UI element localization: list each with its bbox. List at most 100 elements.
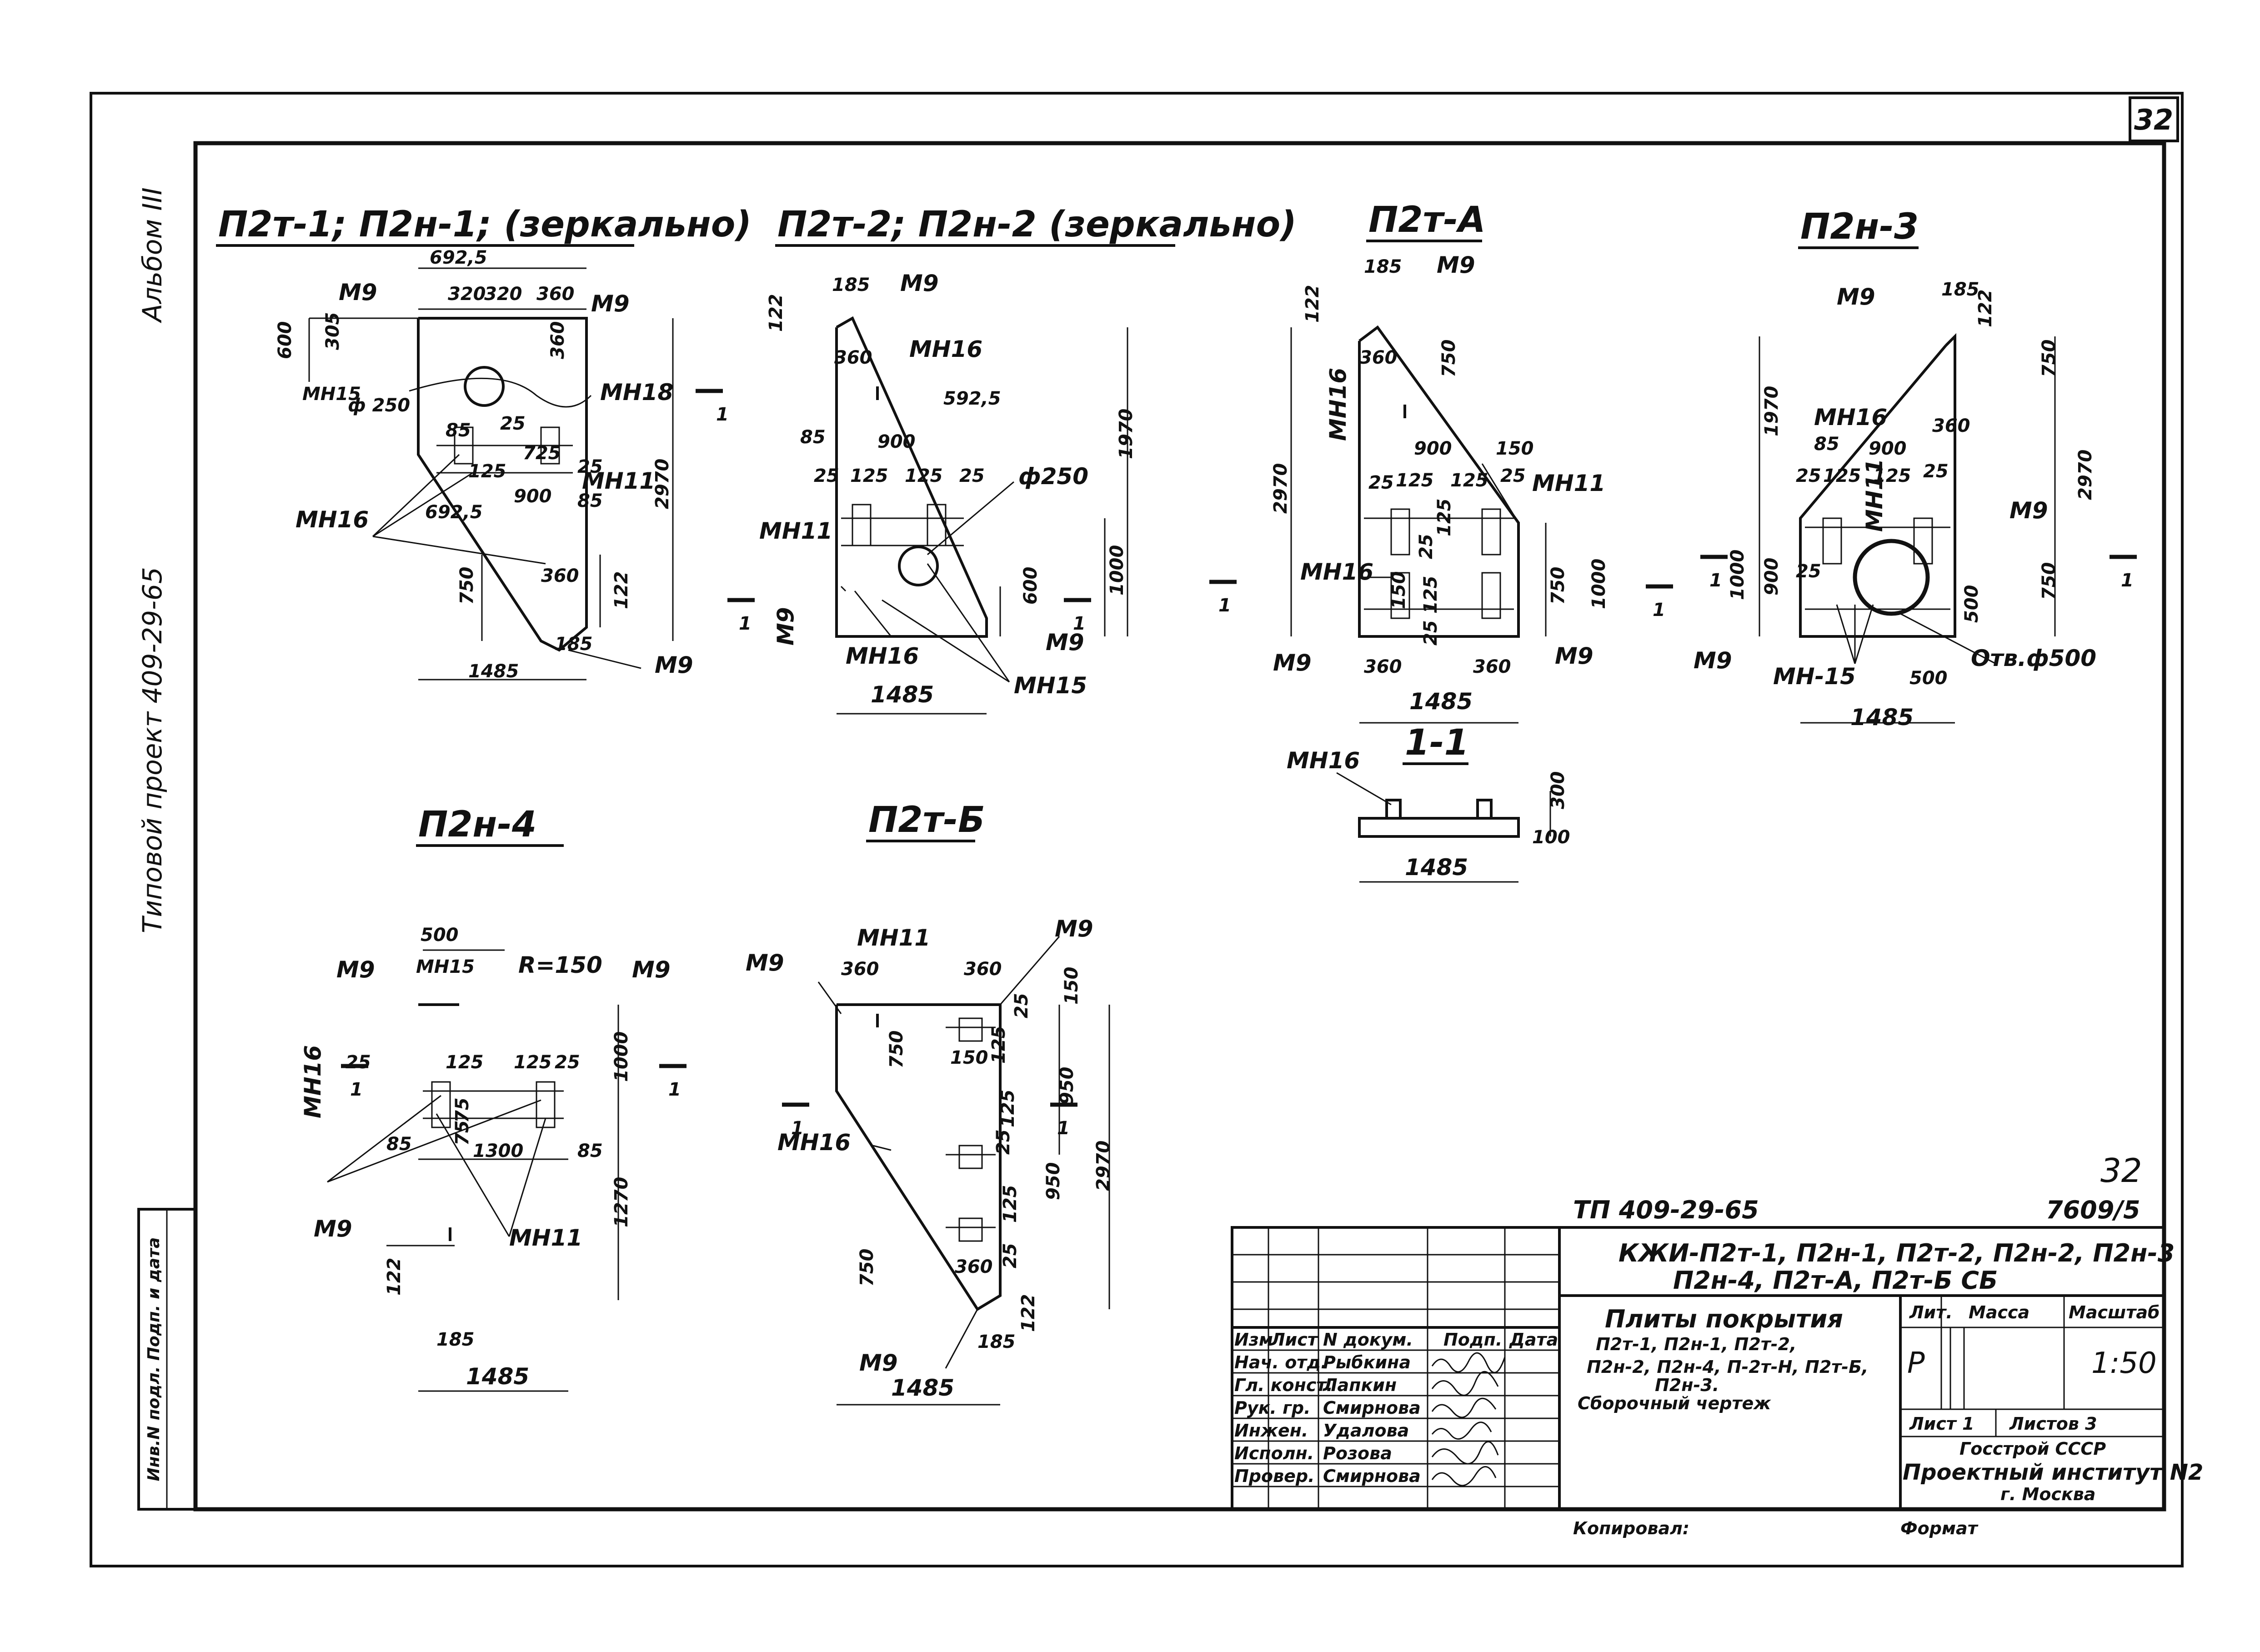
- svg-text:МН16: МН16: [777, 1129, 851, 1156]
- svg-text:М9: М9: [655, 652, 693, 678]
- view-section-1-1: 1-1 300 100 1485 МН16: [1287, 722, 1570, 883]
- svg-text:МН16: МН16: [1300, 559, 1373, 585]
- title-block: ТП 409-29-65 32 7609/5 Изм Лист: [1231, 1151, 2203, 1538]
- view-title-p2tA: П2т-А: [1368, 200, 1486, 240]
- svg-text:Удалова: Удалова: [1323, 1421, 1409, 1441]
- svg-text:1: 1: [1218, 595, 1231, 616]
- svg-text:750: 750: [2039, 562, 2060, 601]
- svg-text:Провер.: Провер.: [1234, 1466, 1315, 1486]
- svg-text:125: 125: [1450, 470, 1488, 491]
- svg-text:М9: М9: [314, 1216, 352, 1242]
- svg-text:25: 25: [1796, 466, 1821, 486]
- svg-text:R=150: R=150: [518, 952, 602, 978]
- svg-text:25: 25: [577, 456, 603, 477]
- svg-text:750: 750: [456, 567, 477, 605]
- svg-text:185: 185: [436, 1329, 475, 1350]
- svg-text:320: 320: [484, 284, 522, 305]
- svg-text:П2н-2, П2н-4, П-2т-Н, П2т-Б,: П2н-2, П2н-4, П-2т-Н, П2т-Б,: [1587, 1357, 1868, 1377]
- svg-text:25: 25: [346, 1052, 371, 1073]
- svg-text:360: 360: [834, 347, 872, 368]
- svg-text:М9: М9: [1694, 647, 1732, 674]
- handwritten-number: 32: [2100, 1151, 2142, 1190]
- svg-text:1: 1: [739, 613, 752, 634]
- view-p2t2: П2т-2; П2н-2 (зеркально) 185 122 360 592…: [727, 204, 1297, 715]
- svg-text:125: 125: [1000, 1185, 1021, 1223]
- svg-text:125: 125: [514, 1052, 552, 1073]
- svg-text:МН16: МН16: [300, 1045, 326, 1118]
- svg-text:1270: 1270: [611, 1177, 632, 1227]
- svg-text:Смирнова: Смирнова: [1323, 1466, 1421, 1486]
- svg-text:Подп.: Подп.: [1443, 1330, 1502, 1350]
- svg-text:25: 25: [993, 1129, 1014, 1155]
- signature-mark: [1431, 1422, 1492, 1440]
- svg-text:МН11: МН11: [759, 518, 832, 544]
- svg-text:П2н-3.: П2н-3.: [1655, 1375, 1719, 1395]
- svg-text:25: 25: [1011, 993, 1032, 1018]
- svg-text:М9: М9: [1046, 629, 1084, 656]
- svg-text:360: 360: [1473, 656, 1511, 677]
- svg-text:1: 1: [791, 1118, 804, 1139]
- svg-text:125: 125: [850, 466, 888, 486]
- svg-text:150: 150: [1388, 571, 1409, 610]
- svg-text:М9: М9: [1055, 916, 1093, 942]
- svg-text:185: 185: [977, 1332, 1016, 1352]
- svg-text:Лапкин: Лапкин: [1323, 1375, 1397, 1395]
- svg-text:185: 185: [1364, 256, 1402, 277]
- svg-text:Смирнова: Смирнова: [1323, 1398, 1421, 1418]
- svg-text:1970: 1970: [1116, 409, 1137, 459]
- svg-text:25: 25: [1923, 461, 1949, 482]
- svg-text:900: 900: [1761, 558, 1782, 596]
- view-title-p2n3: П2н-3: [1800, 206, 1919, 247]
- svg-text:150: 150: [1496, 438, 1534, 459]
- svg-text:360: 360: [1932, 416, 1970, 436]
- svg-text:500: 500: [421, 925, 459, 946]
- archive-number: 7609/5: [2046, 1196, 2140, 1224]
- svg-text:900: 900: [1414, 438, 1452, 459]
- svg-text:1485: 1485: [871, 681, 934, 708]
- svg-text:150: 150: [950, 1047, 988, 1068]
- svg-text:Инжен.: Инжен.: [1234, 1421, 1308, 1441]
- copied-label: Копировал:: [1573, 1518, 1689, 1538]
- svg-text:МН16: МН16: [846, 643, 919, 669]
- svg-text:Нач. отд.: Нач. отд.: [1234, 1352, 1327, 1372]
- view-title-p2t2: П2т-2; П2н-2 (зеркально): [777, 204, 1297, 245]
- svg-text:2970: 2970: [2075, 450, 2096, 500]
- svg-text:125: 125: [1873, 466, 1911, 486]
- project-label: Типовой проект 409-29-65: [137, 567, 168, 933]
- album-label: Альбом III: [137, 187, 168, 324]
- svg-text:360: 360: [536, 284, 575, 305]
- svg-text:1: 1: [1057, 1118, 1070, 1139]
- svg-text:360: 360: [841, 959, 879, 980]
- signature-mark: [1431, 1441, 1499, 1465]
- svg-text:25: 25: [959, 466, 985, 486]
- svg-text:Изм: Изм: [1234, 1330, 1273, 1350]
- svg-text:900: 900: [1869, 438, 1907, 459]
- svg-text:122: 122: [766, 294, 787, 332]
- svg-text:122: 122: [1302, 285, 1323, 323]
- svg-text:1: 1: [716, 404, 729, 425]
- svg-text:МН16: МН16: [296, 506, 369, 533]
- svg-text:150: 150: [1061, 967, 1082, 1005]
- svg-text:1000: 1000: [611, 1031, 632, 1082]
- svg-text:М9: М9: [591, 290, 630, 317]
- svg-text:М9: М9: [1837, 284, 1875, 310]
- svg-text:Рук. гр.: Рук. гр.: [1234, 1398, 1311, 1418]
- svg-text:25: 25: [814, 466, 839, 486]
- svg-text:1485: 1485: [891, 1375, 954, 1401]
- svg-text:360: 360: [541, 566, 579, 586]
- svg-text:М9: М9: [772, 607, 799, 646]
- view-p2t1: П2т-1; П2н-1; (зеркально) 692,5 320 320 …: [216, 204, 752, 682]
- svg-text:25: 25: [555, 1052, 580, 1073]
- svg-text:25: 25: [500, 413, 526, 434]
- svg-text:Сборочный чертеж: Сборочный чертеж: [1578, 1393, 1771, 1413]
- svg-text:М9: М9: [1437, 252, 1475, 278]
- svg-text:185: 185: [1941, 279, 1979, 300]
- svg-text:950: 950: [1057, 1067, 1077, 1105]
- doc-code: ТП 409-29-65: [1573, 1196, 1759, 1224]
- svg-text:85: 85: [577, 1141, 603, 1161]
- format-label: Формат: [1900, 1518, 1979, 1538]
- svg-text:75: 75: [452, 1120, 473, 1146]
- svg-text:305: 305: [322, 312, 343, 350]
- svg-text:1485: 1485: [1850, 704, 1914, 731]
